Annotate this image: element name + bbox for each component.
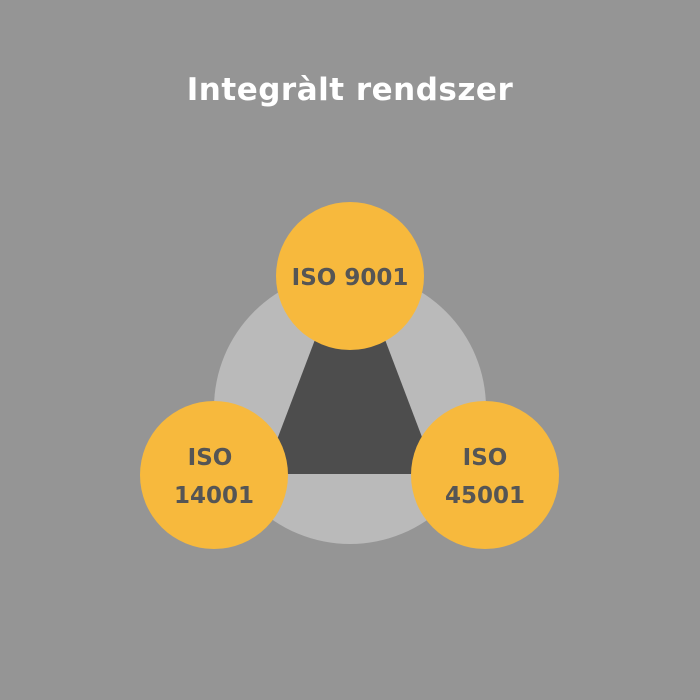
node-label: ISO 9001 <box>292 265 409 291</box>
node-label-line-1: ISO <box>463 445 508 471</box>
center-triangle <box>264 337 436 474</box>
node-label-line-2: 14001 <box>174 483 254 509</box>
node-iso-14001: ISO 14001 <box>140 401 288 549</box>
diagram-title: Integràlt rendszer <box>186 72 514 108</box>
node-circle <box>411 401 559 549</box>
node-circle <box>140 401 288 549</box>
node-label-line-2: 45001 <box>445 483 525 509</box>
node-label-line-1: ISO <box>188 445 233 471</box>
node-circle <box>276 202 424 350</box>
node-iso-9001: ISO 9001 <box>276 202 424 350</box>
node-iso-45001: ISO 45001 <box>411 401 559 549</box>
